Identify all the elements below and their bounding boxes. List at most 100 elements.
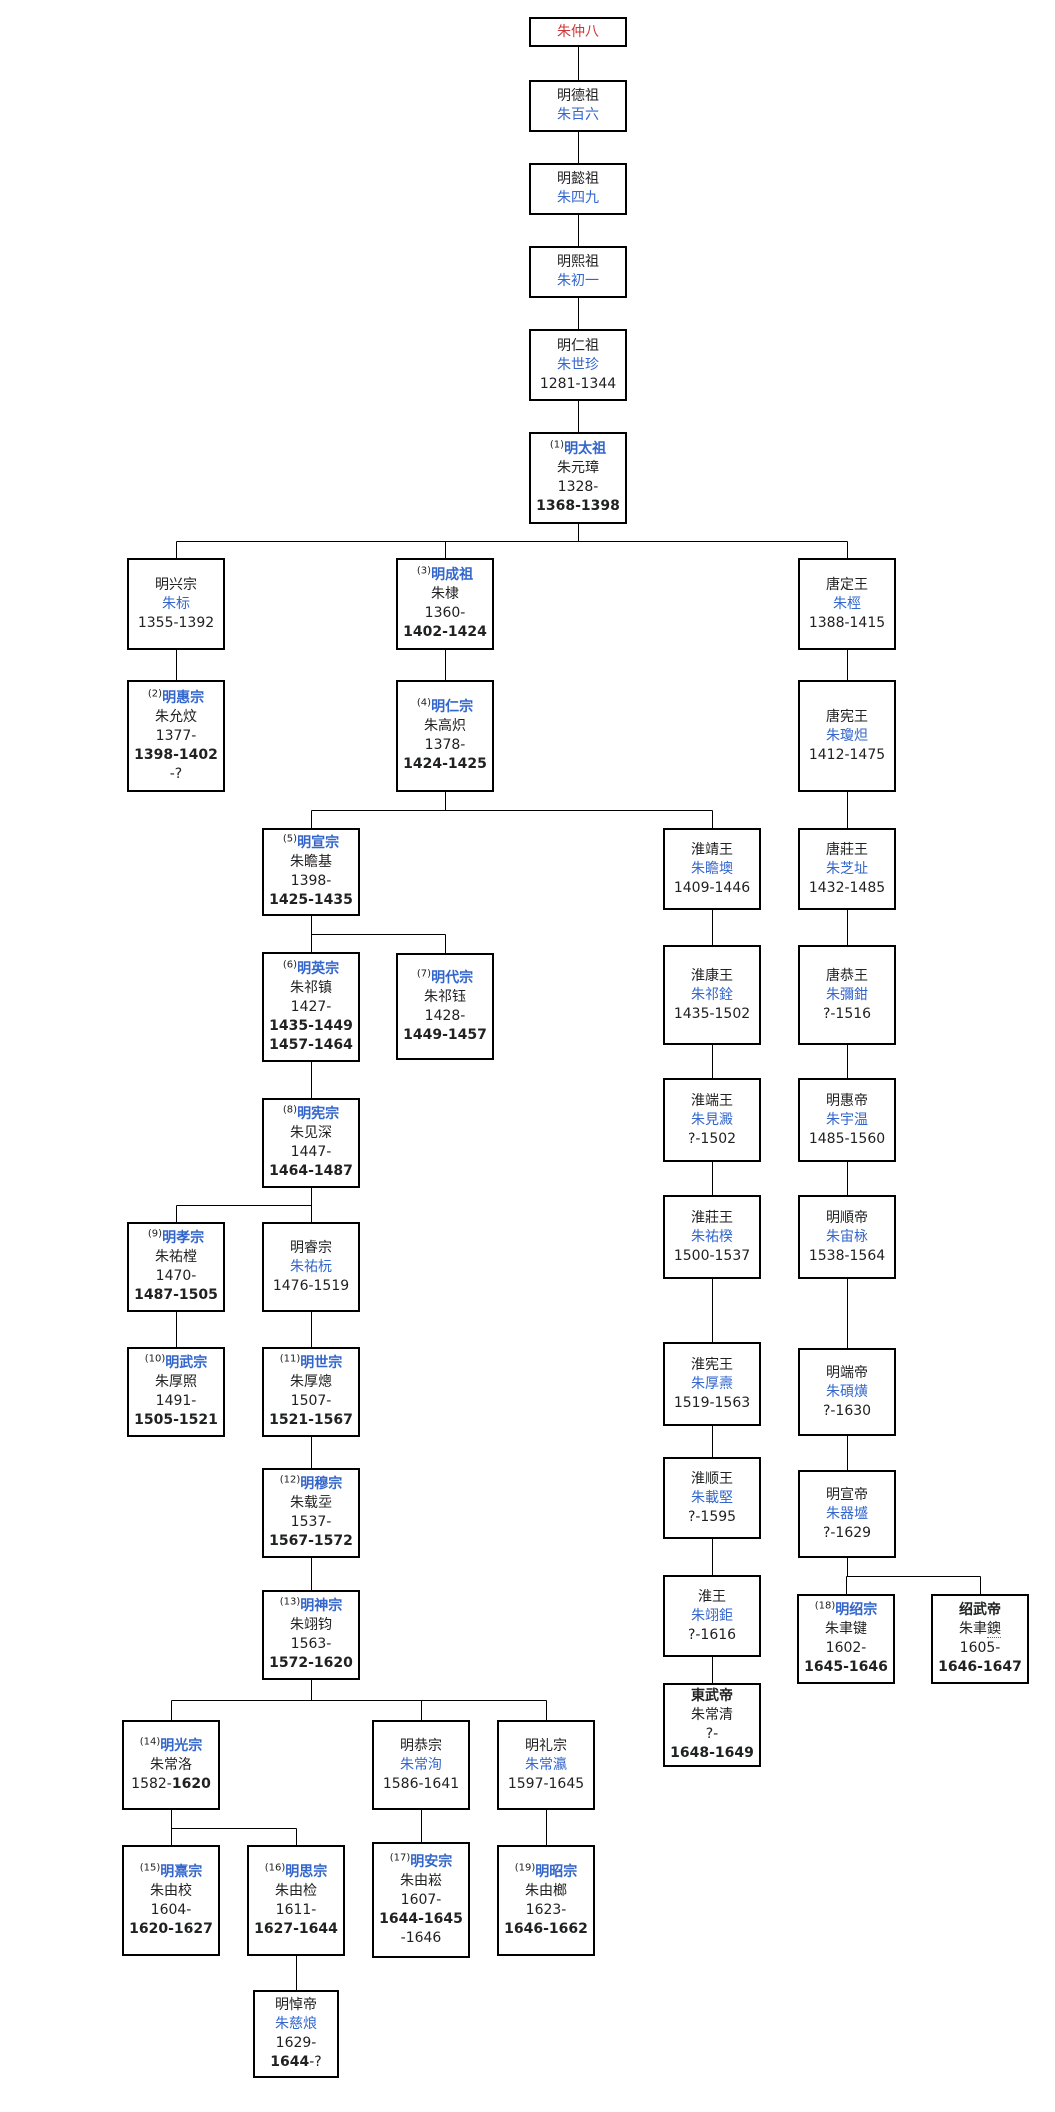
ruizong-text: 1476-1519 bbox=[272, 1277, 350, 1294]
gongzong-link[interactable]: 朱常洵 bbox=[400, 1756, 442, 1773]
sizong-line: 朱由检 bbox=[275, 1882, 317, 1901]
yingzong-text: (6) bbox=[282, 958, 298, 970]
shizong-link[interactable]: 明世宗 bbox=[300, 1355, 343, 1371]
mingxizu-link[interactable]: 朱初一 bbox=[557, 273, 599, 289]
mingxuandi-text: 明宣帝 bbox=[826, 1486, 868, 1503]
wuzong-line: 朱厚照 bbox=[155, 1373, 197, 1392]
zhu-zhongba-link[interactable]: 朱仲八 bbox=[557, 23, 599, 40]
muzong-text: 1567-1572 bbox=[269, 1533, 353, 1549]
xizong-line: 朱由校 bbox=[150, 1882, 192, 1901]
guangzong-link[interactable]: 明光宗 bbox=[160, 1737, 203, 1754]
huaiwang-link[interactable]: 朱翊鉅 bbox=[691, 1607, 733, 1624]
shaozong-text: 1602- bbox=[825, 1640, 867, 1656]
mingdaodi-link[interactable]: 朱慈烺 bbox=[275, 2016, 317, 2032]
node-tanggongwang: 唐恭王朱彌鉗?-1516 bbox=[798, 945, 896, 1045]
anzong-text: (17) bbox=[389, 1851, 411, 1863]
anzong-link[interactable]: 明安宗 bbox=[410, 1853, 453, 1870]
shaowudi-text: 1605- bbox=[959, 1640, 1001, 1656]
mingrenzu-line: 明仁祖 bbox=[557, 337, 599, 356]
daizong-text: 1428- bbox=[424, 1007, 466, 1024]
xiaozong-link[interactable]: 明孝宗 bbox=[162, 1230, 205, 1246]
huizong-text: 1377- bbox=[155, 727, 197, 744]
huaishunwang-link[interactable]: 朱載堅 bbox=[691, 1489, 733, 1506]
ruizong-link[interactable]: 朱祐杬 bbox=[290, 1258, 332, 1275]
tangdingwang-link[interactable]: 朱桱 bbox=[833, 595, 861, 612]
mingshundi-link[interactable]: 朱宙栐 bbox=[826, 1228, 868, 1245]
xuanzong-line: 1425-1435 bbox=[269, 891, 353, 910]
daizong-link[interactable]: 明代宗 bbox=[431, 969, 474, 986]
mingrenzu-line: 1281-1344 bbox=[540, 375, 616, 394]
dongwudi-text: 東武帝 bbox=[691, 1688, 733, 1704]
guangzong-text: (14) bbox=[139, 1735, 161, 1747]
tangxianwang-link[interactable]: 朱瓊炟 bbox=[826, 727, 868, 744]
shenzong-link[interactable]: 明神宗 bbox=[300, 1598, 343, 1614]
huaiwang-line: 淮王 bbox=[698, 1588, 726, 1607]
shaowudi-line: 1646-1647 bbox=[938, 1658, 1022, 1677]
shizong-line: 朱厚熜 bbox=[290, 1373, 332, 1392]
tanggongwang-line: 朱彌鉗 bbox=[826, 986, 868, 1005]
daizong-text: 朱祁钰 bbox=[424, 988, 466, 1005]
node-dongwudi: 東武帝朱常清?-1648-1649 bbox=[663, 1683, 761, 1767]
zhaozong-line: 1646-1662 bbox=[504, 1920, 588, 1939]
renzong-line: (4)明仁宗 bbox=[417, 698, 473, 717]
chengzu-link[interactable]: 明成祖 bbox=[431, 567, 474, 583]
mingshundi-text: 明順帝 bbox=[826, 1209, 868, 1226]
lizong-link[interactable]: 朱常瀛 bbox=[525, 1756, 567, 1773]
mingyizu-line: 朱四九 bbox=[557, 189, 599, 208]
shizong-text: 1521-1567 bbox=[269, 1412, 353, 1428]
node-mingdezu: 明德祖朱百六 bbox=[529, 80, 627, 132]
xianzong-link[interactable]: 明宪宗 bbox=[297, 1106, 340, 1122]
wuzong-link[interactable]: 明武宗 bbox=[165, 1355, 208, 1371]
mingdaodi-text: 1629- bbox=[275, 2035, 317, 2051]
huaixianwang-text: 1519-1563 bbox=[673, 1394, 751, 1411]
shenzong-text: (13) bbox=[279, 1596, 301, 1608]
mingduandi-text: 明端帝 bbox=[826, 1364, 868, 1381]
mingdaodi-text: 1644 bbox=[270, 2054, 310, 2070]
shaozong-text: (18) bbox=[814, 1600, 836, 1612]
xingzong-link[interactable]: 朱标 bbox=[162, 595, 190, 612]
yingzong-link[interactable]: 明英宗 bbox=[297, 960, 340, 977]
xizong-line: (15)明熹宗 bbox=[140, 1862, 203, 1882]
muzong-line: 1567-1572 bbox=[269, 1532, 353, 1551]
huizong-text: -? bbox=[169, 765, 183, 782]
gongzong-line: 1586-1641 bbox=[383, 1775, 459, 1794]
taizu-text: 1368-1398 bbox=[536, 498, 620, 514]
huizong-link[interactable]: 明惠宗 bbox=[162, 689, 205, 706]
huaikangwang-text: 1435-1502 bbox=[673, 1005, 751, 1022]
wuzong-line: (10)明武宗 bbox=[145, 1354, 208, 1373]
muzong-link[interactable]: 明穆宗 bbox=[300, 1476, 343, 1492]
huizong-text: (2) bbox=[147, 687, 163, 699]
tangxianwang-line: 1412-1475 bbox=[809, 746, 885, 765]
xizong-line: 1604- bbox=[151, 1901, 192, 1920]
shaozong-link[interactable]: 明绍宗 bbox=[835, 1602, 878, 1618]
tangzhuangwang-link[interactable]: 朱芝址 bbox=[826, 860, 868, 877]
huaijingwang-link[interactable]: 朱瞻墺 bbox=[691, 860, 733, 877]
guangzong-text: 1620 bbox=[171, 1775, 211, 1792]
mingxuandi-link[interactable]: 朱器墭 bbox=[826, 1505, 868, 1522]
tanggongwang-link[interactable]: 朱彌鉗 bbox=[826, 986, 868, 1003]
xizong-link[interactable]: 明熹宗 bbox=[160, 1863, 203, 1880]
mingrenzu-text: 1281-1344 bbox=[539, 375, 617, 392]
huaikangwang-link[interactable]: 朱祁銓 bbox=[691, 986, 733, 1003]
huaiduanwang-link[interactable]: 朱見澱 bbox=[691, 1111, 733, 1128]
huaizhuangwang-link[interactable]: 朱祐楑 bbox=[691, 1228, 733, 1245]
minghuidi-link[interactable]: 朱宇温 bbox=[826, 1111, 868, 1128]
mingyizu-link[interactable]: 朱四九 bbox=[557, 190, 599, 206]
mingyizu-line: 明懿祖 bbox=[557, 170, 599, 189]
mingduandi-link[interactable]: 朱碩熿 bbox=[826, 1383, 868, 1400]
mingxuandi-line: 明宣帝 bbox=[826, 1486, 868, 1505]
xuanzong-link[interactable]: 明宣宗 bbox=[297, 835, 340, 851]
mingrenzu-link[interactable]: 朱世珍 bbox=[557, 356, 599, 373]
mingdezu-link[interactable]: 朱百六 bbox=[557, 107, 599, 123]
huaixianwang-link[interactable]: 朱厚燾 bbox=[691, 1375, 733, 1392]
zhaozong-link[interactable]: 明昭宗 bbox=[535, 1863, 578, 1880]
renzong-link[interactable]: 明仁宗 bbox=[431, 699, 474, 715]
taizu-link[interactable]: 明太祖 bbox=[564, 441, 607, 457]
sizong-link[interactable]: 明思宗 bbox=[285, 1863, 328, 1880]
